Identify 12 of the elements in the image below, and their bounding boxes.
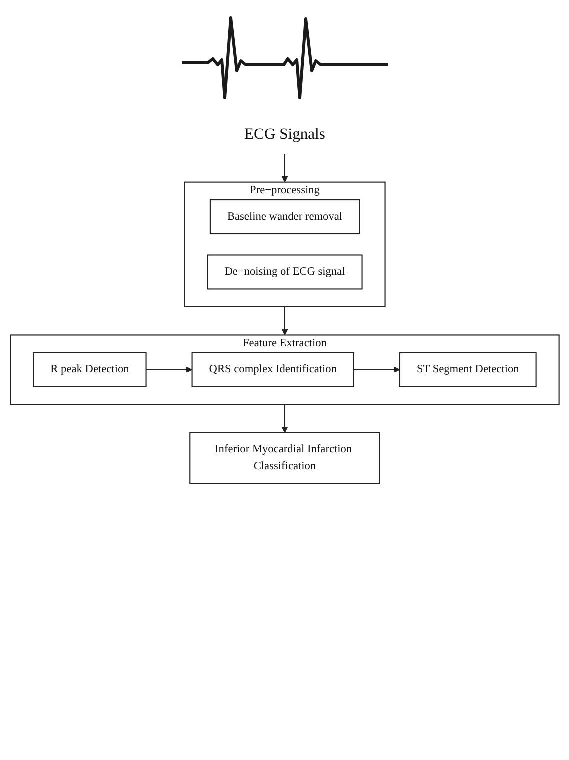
arrow: [281, 154, 288, 183]
node-box: R peak Detection: [32, 352, 146, 388]
arrow: [146, 366, 192, 374]
node-text: ECG Signals: [244, 124, 325, 143]
arrow: [281, 306, 288, 336]
node-box: De−noising of ECG signal: [206, 254, 362, 290]
node-box: Baseline wander removal: [209, 200, 360, 235]
arrow: [353, 366, 400, 374]
node-box: QRS complex Identification: [191, 352, 354, 388]
node-box: Inferior Myocardial Infarction Classification: [189, 432, 380, 484]
arrow: [281, 404, 288, 434]
node-box: ST Segment Detection: [398, 352, 536, 388]
